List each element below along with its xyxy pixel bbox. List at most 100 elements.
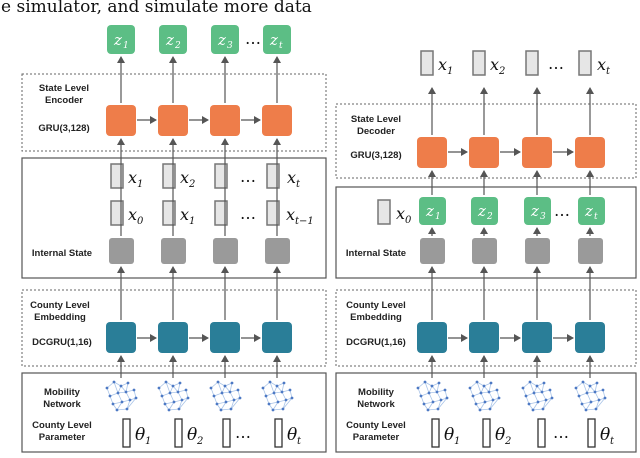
network-node [160, 394, 164, 398]
right-z3-node [524, 197, 551, 225]
left-dcgru-cell-1 [106, 322, 136, 353]
left-gru-cell-3 [210, 105, 240, 136]
network-node [268, 380, 272, 384]
network-edge [532, 408, 544, 411]
right-thetat-letter: θ [600, 425, 610, 445]
network-edge [423, 401, 434, 405]
network-edge [268, 401, 279, 405]
right-internal-state-label: Internal State [346, 248, 406, 259]
right-mobility-label-line1: Mobility [358, 387, 395, 398]
left-gru-cell-4 [262, 105, 292, 136]
network-node [236, 388, 240, 392]
network-node [288, 388, 292, 392]
network-node [419, 394, 423, 398]
right-decoder-panel [335, 103, 637, 179]
left-z2-sub: 2 [174, 41, 181, 51]
network-edge [213, 392, 223, 397]
right-theta3-box [537, 418, 546, 448]
network-edge [220, 401, 227, 411]
network-edge [581, 401, 592, 405]
left-county-label-line2: Embedding [34, 312, 86, 323]
network-node [229, 407, 233, 411]
network-edge [480, 392, 486, 403]
left-param-label-line2: Parameter [39, 432, 86, 443]
network-edge [542, 399, 547, 410]
left-mobility-network-4 [261, 380, 294, 412]
network-node [422, 402, 426, 406]
left-z3-node [211, 25, 239, 54]
left-internal-state-label: Internal State [32, 248, 92, 259]
left-xprev-ellipsis: … [240, 204, 256, 223]
network-edge [177, 382, 181, 393]
network-edge [109, 392, 119, 397]
left-mobility-network-3 [209, 380, 242, 412]
network-node [290, 396, 294, 400]
network-node [264, 394, 268, 398]
network-edge [165, 381, 171, 394]
network-edge [116, 408, 128, 411]
network-node [228, 390, 232, 394]
network-node [443, 388, 447, 392]
right-x1-letter: x [438, 55, 447, 74]
network-node [261, 386, 265, 390]
left-mobility-network-2 [157, 380, 190, 412]
right-theta2-box [482, 418, 491, 448]
network-edge [525, 392, 535, 397]
left-param-label-line1: County Level [32, 420, 92, 431]
network-node [105, 386, 109, 390]
right-theta1-letter: θ [444, 425, 454, 445]
left-internal-state-4 [265, 238, 290, 264]
network-edge [109, 395, 114, 405]
right-x0-letter: x [396, 204, 405, 223]
network-edge [221, 392, 227, 403]
network-edge [529, 381, 535, 394]
network-node [280, 390, 284, 394]
network-edge [177, 391, 183, 401]
network-node [120, 400, 124, 404]
network-edge [217, 381, 223, 394]
network-node [542, 381, 546, 385]
right-gru-cell-1 [417, 137, 447, 168]
network-node [603, 396, 607, 400]
network-edge [117, 392, 123, 403]
left-internal-states [109, 238, 290, 264]
network-edge [269, 381, 275, 394]
left-internal-state-2 [161, 238, 186, 264]
network-node [427, 391, 431, 395]
network-node [172, 400, 176, 404]
network-edge [594, 382, 598, 393]
network-edge [106, 381, 115, 389]
network-edge [436, 382, 440, 393]
network-edge [158, 387, 163, 397]
network-node [528, 380, 532, 384]
left-encoder-label-line1: State Level [39, 83, 89, 94]
left-x2-sub: 2 [188, 179, 195, 190]
network-edge [437, 399, 442, 410]
network-node [550, 396, 554, 400]
right-dcgru-cell-3 [522, 322, 552, 353]
network-node [216, 380, 220, 384]
right-x2-box [472, 50, 486, 76]
left-horizontal-arrows [137, 116, 261, 342]
network-node [134, 396, 138, 400]
right-internal-panel [335, 186, 637, 279]
network-edge [582, 381, 588, 394]
network-node [474, 402, 478, 406]
left-zt-sub: t [279, 41, 283, 51]
network-edge [542, 397, 553, 410]
caption-fragment: e simulator, and simulate more data [1, 0, 312, 17]
network-node [541, 407, 545, 411]
network-edge [262, 381, 271, 389]
left-mobility-networks [105, 380, 294, 412]
left-x0-box [110, 200, 124, 226]
network-edge [595, 397, 606, 410]
left-x0-sub: 0 [137, 216, 144, 227]
network-node [416, 386, 420, 390]
right-theta1-sub: 1 [454, 436, 460, 447]
network-edge [125, 382, 129, 393]
right-theta2-sub: 2 [504, 436, 511, 447]
network-edge [575, 387, 580, 397]
right-horizontal-arrows [448, 148, 574, 342]
